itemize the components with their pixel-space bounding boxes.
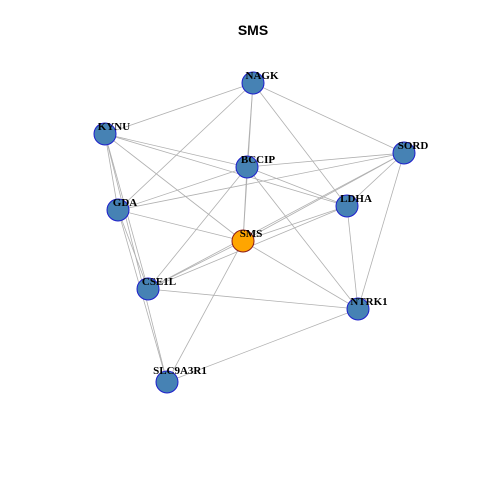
edge-bccip-ldha [246,166,348,207]
edge-ldha-ntrk1 [346,205,359,310]
node-bccip: BCCIP [235,154,276,179]
node-slc9a3r1: SLC9A3R1 [153,365,207,394]
node-label-kynu: KYNU [98,121,130,133]
edge-sord-ntrk1 [357,152,405,310]
edge-kynu-gda [104,133,119,211]
node-label-ntrk1: NTRK1 [350,296,387,308]
edge-sord-cse1l [147,152,405,290]
edge-sord-ldha [346,152,405,207]
node-kynu: KYNU [93,121,130,146]
node-cse1l: CSE1L [136,276,176,301]
node-circle-cse1l [136,277,160,301]
edge-gda-sms [117,209,244,242]
node-circle-sms [231,229,255,253]
node-gda: GDA [106,197,138,222]
node-circle-slc9a3r1 [155,370,179,394]
node-circle-ldha [335,194,359,218]
edge-bccip-gda [117,166,248,211]
edge-sord-bccip [246,152,405,168]
edge-ntrk1-slc9a3r1 [166,308,359,383]
node-label-sord: SORD [398,140,429,152]
node-ntrk1: NTRK1 [346,296,388,321]
edge-kynu-sms [104,133,244,242]
edge-sms-cse1l [147,240,244,290]
edge-cse1l-ntrk1 [147,288,359,310]
nodes-layer: NAGK KYNU SORD BCCIP LDHA GDA SMS CSE1L NTRK1SLC… [93,70,429,394]
edges-layer [104,82,405,383]
node-label-sms: SMS [240,228,263,240]
node-label-gda: GDA [113,197,138,209]
node-ldha: LDHA [335,193,372,218]
edge-nagk-sord [252,82,405,154]
edge-bccip-ntrk1 [246,166,359,310]
node-label-bccip: BCCIP [241,154,276,166]
node-nagk: NAGK [241,70,279,95]
edge-gda-cse1l [117,209,149,290]
node-circle-gda [106,198,130,222]
node-circle-nagk [241,71,265,95]
edge-kynu-ldha [104,133,348,207]
edge-nagk-gda [117,82,254,211]
edge-kynu-bccip [104,133,248,168]
edge-sord-gda [117,152,405,211]
edge-sms-ntrk1 [242,240,359,310]
diagram-title: SMS [238,22,268,38]
node-label-slc9a3r1: SLC9A3R1 [153,365,207,377]
node-circle-ntrk1 [346,297,370,321]
node-label-ldha: LDHA [340,193,372,205]
edge-sms-slc9a3r1 [166,240,244,383]
edge-nagk-ldha [252,82,348,207]
edge-bccip-sms [242,166,248,242]
node-sord: SORD [392,140,429,165]
node-circle-bccip [235,155,259,179]
edge-ldha-sms [242,205,348,242]
node-label-cse1l: CSE1L [142,276,176,288]
node-circle-kynu [93,122,117,146]
node-sms: SMS [231,228,263,253]
node-label-nagk: NAGK [246,70,279,82]
node-circle-sord [392,141,416,165]
edge-bccip-cse1l [147,166,248,290]
edge-nagk-kynu [104,82,254,135]
